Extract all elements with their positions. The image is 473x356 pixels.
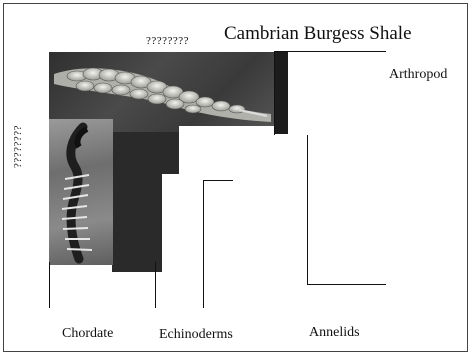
center-white-block — [179, 126, 274, 276]
chordate-left-line — [49, 262, 50, 308]
annelid-bottom-line — [307, 284, 386, 285]
annelid-vertical-line — [307, 135, 308, 284]
arthropod-vertical-line — [274, 51, 275, 135]
diagram-frame: Cambrian Burgess Shale ???????? ????????… — [3, 3, 468, 352]
unknown-side-label: ???????? — [12, 98, 24, 168]
diagram-title: Cambrian Burgess Shale — [224, 23, 412, 45]
label-chordate: Chordate — [62, 326, 113, 342]
unknown-top-label: ???????? — [146, 35, 189, 47]
label-echinoderms: Echinoderms — [159, 327, 233, 343]
chordate-fossil-drawing — [49, 119, 113, 265]
fossil-photo-chordate — [49, 119, 113, 265]
label-arthropod: Arthropod — [389, 67, 447, 83]
echinoderm-top-line — [203, 180, 233, 181]
chordate-right-line — [155, 262, 156, 308]
label-annelids: Annelids — [309, 325, 360, 341]
echinoderm-vertical-line — [203, 180, 204, 308]
arthropod-top-line — [274, 51, 386, 52]
